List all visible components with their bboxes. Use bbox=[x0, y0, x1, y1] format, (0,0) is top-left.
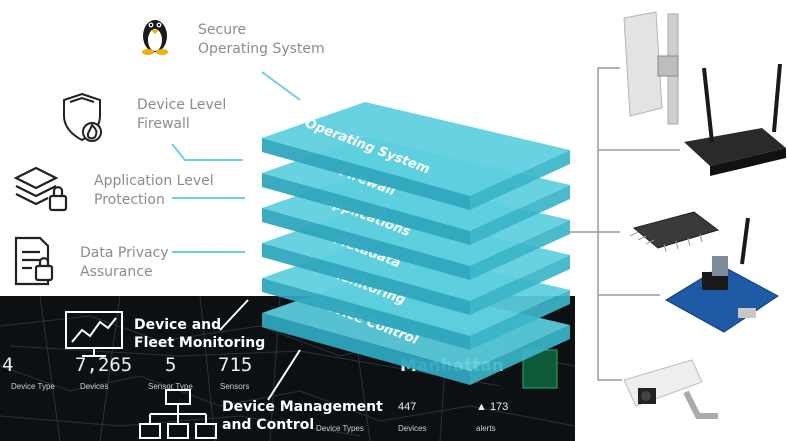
linux-penguin-icon bbox=[142, 20, 168, 55]
alerts-count: ▲ 173 bbox=[476, 401, 509, 413]
hierarchy-icon bbox=[139, 389, 217, 439]
device-management-heading: Device Management and Control bbox=[222, 399, 383, 433]
stat-sensor-type-label: Sensor Type bbox=[148, 382, 193, 391]
bottom-devices-value: 447 bbox=[398, 401, 417, 413]
leader-line-firewall bbox=[171, 143, 243, 161]
stat-sensors-value: 715 bbox=[218, 354, 253, 376]
document-lock-icon bbox=[14, 236, 54, 286]
fleet-monitoring-heading: Device and Fleet Monitoring bbox=[134, 317, 266, 351]
alerts-value: ▲ 173 bbox=[476, 401, 508, 413]
shield-fire-icon bbox=[63, 92, 102, 142]
security-camera-icon bbox=[623, 359, 718, 419]
chip-icon bbox=[629, 211, 720, 253]
leader-line-management bbox=[267, 349, 301, 401]
monitor-chart-icon bbox=[65, 311, 123, 357]
device-types-label: Device Types bbox=[316, 424, 364, 433]
stat-devices-label: Devices bbox=[80, 382, 109, 391]
leader-line-os bbox=[261, 71, 301, 101]
layer-operating-system: Operating System bbox=[262, 102, 570, 210]
bottom-devices-label: Devices bbox=[398, 424, 427, 433]
leader-line-fleet bbox=[219, 299, 249, 331]
stat-sensor-type-value: 5 bbox=[165, 354, 177, 376]
stat-devices-value: 7,265 bbox=[75, 354, 133, 376]
stat-sensors-label: Sensors bbox=[220, 382, 250, 391]
alerts-label: alerts bbox=[476, 424, 496, 433]
layers-lock-icon bbox=[13, 166, 68, 212]
circuit-board-icon bbox=[665, 217, 779, 333]
security-layer-stack: Device ControlMonitoringMetadataApplicat… bbox=[262, 102, 570, 385]
wifi-router-icon bbox=[684, 63, 786, 176]
antenna-panel-icon bbox=[623, 11, 679, 125]
stat-device-type-label: Device Type bbox=[11, 382, 55, 391]
device-bracket-lines bbox=[565, 67, 680, 381]
stat-device-type-value: 4 bbox=[2, 354, 14, 376]
